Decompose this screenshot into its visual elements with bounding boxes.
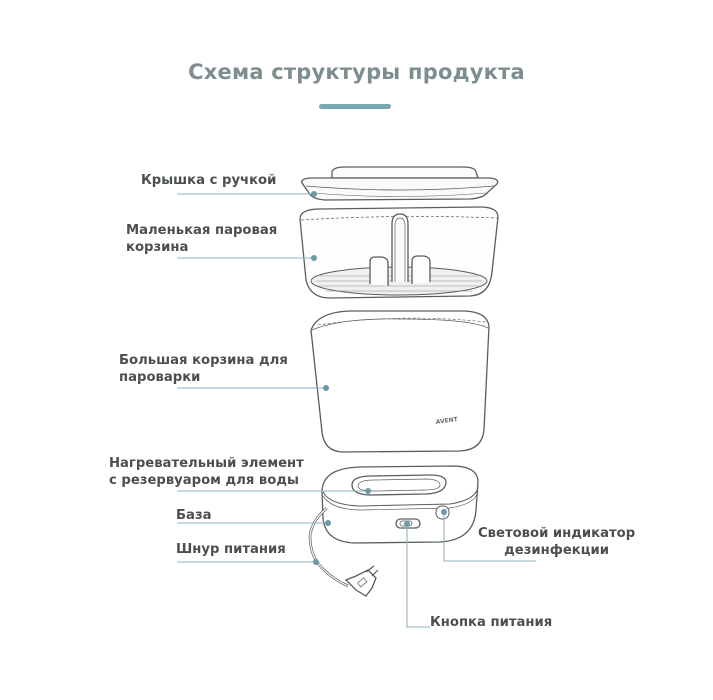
label-cord: Шнур питания — [176, 541, 286, 558]
label-lid: Крышка с ручкой — [141, 172, 276, 189]
power-button-dot — [404, 521, 410, 527]
base-illustration — [321, 465, 479, 544]
title-underline — [319, 104, 391, 109]
label-large-basket-line1: Большая корзина для — [119, 353, 288, 368]
cord-dot — [313, 559, 319, 565]
label-base-text: База — [176, 508, 212, 523]
label-indicator-line2: дезинфекции — [504, 543, 609, 558]
power-cord-illustration — [308, 506, 379, 597]
label-base: База — [176, 507, 212, 524]
label-small-basket: Маленькая паровая корзина — [126, 222, 277, 256]
power-button-leader — [406, 524, 430, 628]
brand-logo: AVENT — [435, 416, 459, 426]
label-heater-line2: с резервуаром для воды — [109, 473, 299, 488]
label-indicator: Световой индикатор дезинфекции — [478, 525, 635, 559]
label-large-basket-line2: пароварки — [119, 370, 201, 385]
large-basket-illustration — [310, 310, 490, 453]
label-indicator-line1: Световой индикатор — [478, 526, 636, 541]
label-power-button-text: Кнопка питания — [430, 615, 553, 630]
label-cord-text: Шнур питания — [176, 542, 286, 557]
heater-dot — [365, 488, 371, 494]
lid-dot — [311, 191, 317, 197]
label-heater: Нагревательный элемент с резервуаром для… — [109, 455, 304, 489]
diagram-title: Схема структуры продукта — [188, 60, 525, 84]
base-dot — [325, 520, 331, 526]
indicator-leader — [443, 513, 536, 562]
label-heater-line1: Нагревательный элемент — [109, 456, 304, 471]
label-large-basket: Большая корзина для пароварки — [119, 352, 288, 386]
indicator-dot — [441, 509, 447, 515]
small-basket-dot — [311, 255, 317, 261]
small-basket-illustration — [299, 206, 499, 299]
label-small-basket-line2: корзина — [126, 240, 189, 255]
label-power-button: Кнопка питания — [430, 614, 552, 631]
lid-illustration — [301, 166, 499, 201]
large-basket-dot — [323, 385, 329, 391]
label-small-basket-line1: Маленькая паровая — [126, 223, 278, 238]
label-lid-text: Крышка с ручкой — [141, 173, 277, 188]
